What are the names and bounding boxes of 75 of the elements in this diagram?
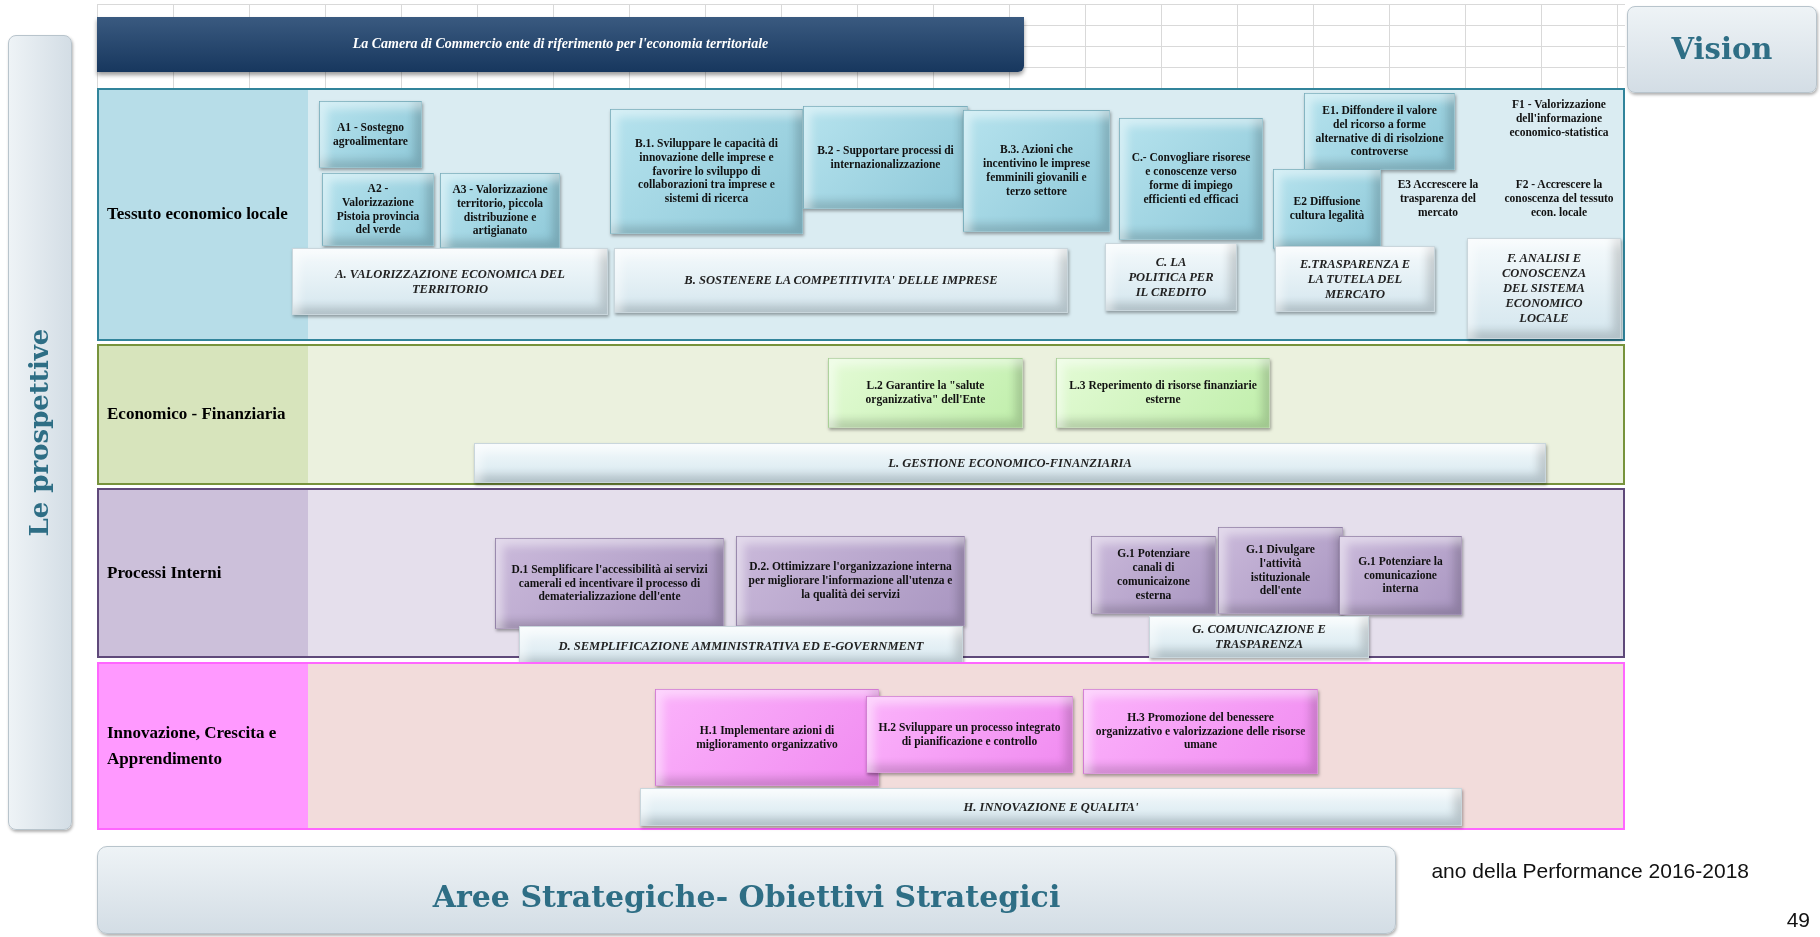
strategic-area-box — [474, 443, 1546, 483]
band-heading: Innovazione, Crescita e Apprendimento — [107, 721, 278, 770]
objective-box — [322, 173, 434, 246]
objective-box — [1056, 358, 1270, 428]
objective-box — [1273, 169, 1381, 249]
section-title-box — [97, 846, 1396, 934]
band-heading: Economico - Finanziaria — [107, 403, 287, 426]
objective-box — [1218, 527, 1343, 614]
objective-box — [1083, 689, 1318, 774]
objective-text: F1 - Valorizzazione dell'informazione economico-statistica — [1508, 98, 1610, 140]
strategic-area-box — [1105, 243, 1237, 311]
objective-text: H.2 Sviluppare un processo integrato di pianificazione e controllo — [877, 720, 1062, 749]
objective-box — [319, 101, 422, 168]
objective-text: B.2 - Supportare processi di internazionalizzazione — [816, 143, 955, 172]
strategic-area-box — [614, 248, 1068, 313]
objective-text: L.2 Garantire la "salute organizzativa" dell'Ente — [864, 379, 987, 407]
banner-title: La Camera di Commercio ente di riferimento per l'economia territoriale — [352, 36, 769, 53]
objective-text: E2 Diffusione cultura legalità — [1288, 195, 1366, 223]
perspectives-box — [8, 35, 72, 830]
objective-box — [610, 109, 803, 234]
section-title: Aree Strategiche- Obiettivi Strategici — [432, 879, 1061, 915]
strategic-area-box — [1275, 246, 1435, 312]
strategic-area-box — [1467, 238, 1621, 339]
objective-box — [736, 536, 965, 626]
objective-text: E3 Accrescere la trasparenza del mercato — [1396, 178, 1480, 220]
objective-text: A3 - Valorizzazione territorio, piccola distribuzione e artigianato — [451, 182, 549, 239]
area-title: B. SOSTENERE LA COMPETITIVITA' DELLE IMPRESE — [684, 273, 998, 288]
perspective-band — [97, 88, 1625, 341]
objective-box — [1339, 536, 1462, 615]
objective-text: C.- Convogliare risorese e conoscenze verso forme di impiego efficienti ed efficaci — [1130, 151, 1252, 207]
objective-box — [1091, 536, 1216, 614]
objective-text: E1. Diffondere il valore del ricorso a forme alternative di di risolzione controverse — [1315, 103, 1444, 160]
objective-text: B.1. Sviluppare le capacità di innovazione delle imprese e favorire lo sviluppo di collaborazioni tra imprese e sistemi di ricerca — [634, 137, 779, 206]
area-title: A. VALORIZZAZIONE ECONOMICA DEL TERRITORIO — [333, 266, 566, 297]
band-heading: Tessuto economico locale — [107, 203, 289, 226]
vision-box — [1627, 6, 1817, 93]
objective-box — [1119, 118, 1263, 240]
objective-text: F2 - Accrescere la conoscenza del tessuto econ. locale — [1503, 178, 1615, 220]
objective-box — [655, 689, 879, 786]
perspectives-label: Le prospettive — [24, 328, 56, 537]
objective-text: B.3. Azioni che incentivino le imprese femminili giovanili e terzo settore — [981, 143, 1092, 199]
objective-text: A2 - Valorizzazione Pistoia provincia del verde — [335, 181, 421, 238]
perspective-band — [97, 344, 1625, 485]
area-title: D. SEMPLIFICAZIONE AMMINISTRATIVA ED E-GOVERNMENT — [558, 638, 924, 654]
strategic-area-box — [1149, 616, 1369, 658]
perspective-band — [97, 662, 1625, 830]
area-title: H. INNOVAZIONE E QUALITA' — [963, 799, 1139, 815]
area-title: F. ANALISI E CONOSCENZA DEL SISTEMA ECONOMICO LOCALE — [1500, 251, 1587, 326]
objective-box — [803, 106, 968, 209]
strategic-area-box — [640, 788, 1462, 826]
objective-text: D.1 Semplificare l'accessibilità ai servizi camerali ed incentivare il processo di dematerializzazione dell'ente — [510, 562, 709, 605]
vision-label: Vision — [1671, 32, 1773, 67]
objective-text: H.3 Promozione del benessere organizzativo e valorizzazione delle risorse umane — [1094, 710, 1307, 753]
objective-box — [963, 110, 1110, 232]
objective-text: G.1 Potenziare la comunicazione interna — [1357, 554, 1444, 597]
title-banner — [97, 17, 1024, 72]
objective-text: H.1 Implementare azioni di miglioramento organizzativo — [695, 723, 839, 752]
objective-box — [866, 696, 1073, 773]
objective-text: D.2. Ottimizzare l'organizzazione interna per migliorare l'informazione all'utenza e la qualità dei servizi — [747, 560, 954, 602]
objective-text: A1 - Sostegno agroalimentare — [332, 120, 409, 149]
area-title: L. GESTIONE ECONOMICO-FINANZIARIA — [888, 455, 1132, 471]
area-title: C. LA POLITICA PER IL CREDITO — [1128, 254, 1214, 300]
area-title: E.TRASPARENZA E LA TUTELA DEL MERCATO — [1298, 256, 1412, 302]
strategic-area-box — [292, 248, 608, 315]
footer-text: ano della Performance 2016-2018 — [1430, 858, 1749, 884]
objective-text: G.1 Divulgare l'attività istituzionale dell'ente — [1245, 542, 1316, 599]
objective-box — [828, 358, 1023, 428]
area-title: G. COMUNICAZIONE E TRASPARENZA — [1191, 622, 1327, 652]
objective-box — [440, 173, 560, 248]
objective-text: L.3 Reperimento di risorse finanziarie esterne — [1068, 379, 1258, 407]
objective-text: G.1 Potenziare canali di comunicaizone esterna — [1116, 547, 1191, 603]
band-heading: Processi Interni — [107, 561, 223, 584]
objective-box — [1304, 93, 1455, 170]
objective-box — [495, 538, 724, 629]
page-number: 49 — [1785, 907, 1810, 933]
